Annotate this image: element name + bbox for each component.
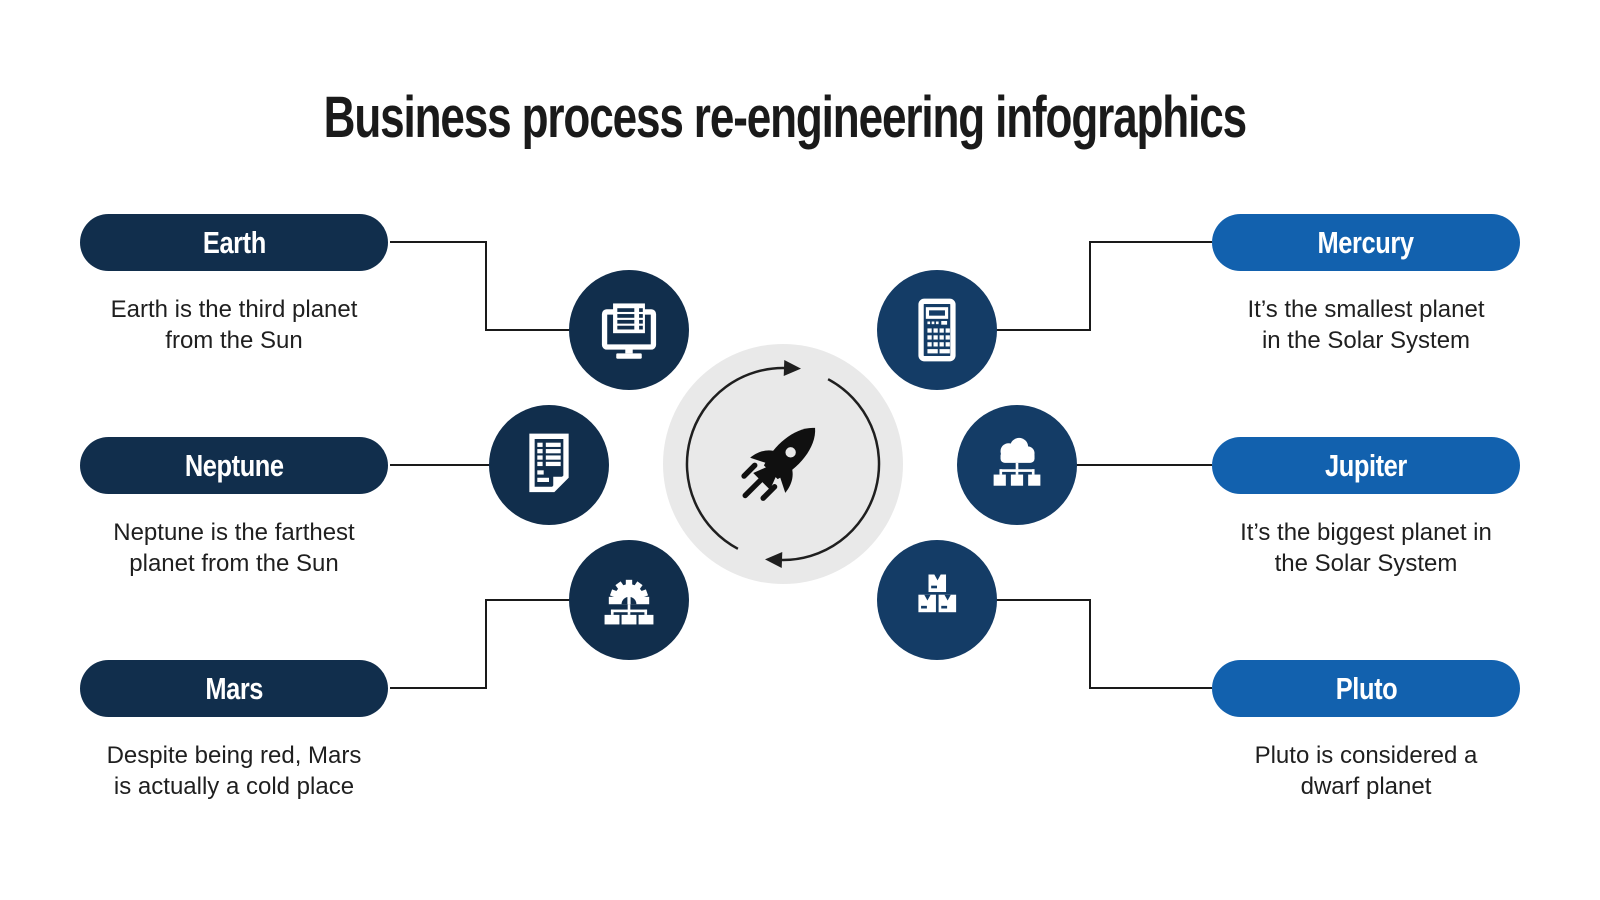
pill-label: Earth — [202, 224, 266, 260]
invoice-document-icon — [489, 405, 609, 525]
center-hub — [663, 344, 903, 584]
description-earth: Earth is the third planet from the Sun — [110, 296, 358, 354]
pill-label: Mars — [205, 670, 263, 706]
cycle-arrows-icon — [685, 360, 881, 568]
connector-earth — [390, 241, 630, 331]
connector-pluto — [937, 599, 1212, 689]
pill-label: Pluto — [1335, 670, 1397, 706]
packages-icon — [877, 540, 997, 660]
pill-jupiter: Jupiter — [1212, 437, 1520, 494]
description-pluto: Pluto is considered a dwarf planet — [1254, 742, 1478, 800]
title-area: Business process re-engineering infograp… — [0, 84, 1600, 151]
pill-earth: Earth — [80, 214, 388, 271]
pill-mercury: Mercury — [1212, 214, 1520, 271]
connector-mars — [390, 599, 630, 689]
pill-label: Neptune — [184, 447, 284, 483]
description-mars: Despite being red, Mars is actually a co… — [106, 742, 362, 800]
rocket-icon — [741, 427, 816, 501]
cloud-network-icon — [957, 405, 1077, 525]
pill-pluto: Pluto — [1212, 660, 1520, 717]
page-title: Business process re-engineering infograp… — [323, 85, 1247, 150]
pill-mars: Mars — [80, 660, 388, 717]
calculator-icon — [877, 270, 997, 390]
pill-label: Jupiter — [1325, 447, 1407, 483]
pill-label: Mercury — [1317, 224, 1415, 260]
pill-neptune: Neptune — [80, 437, 388, 494]
monitor-document-icon — [569, 270, 689, 390]
gear-process-icon — [569, 540, 689, 660]
description-neptune: Neptune is the farthest planet from the … — [113, 519, 355, 577]
connector-mercury — [937, 241, 1212, 331]
description-mercury: It’s the smallest planet in the Solar Sy… — [1247, 296, 1485, 354]
description-jupiter: It’s the biggest planet in the Solar Sys… — [1240, 519, 1492, 577]
